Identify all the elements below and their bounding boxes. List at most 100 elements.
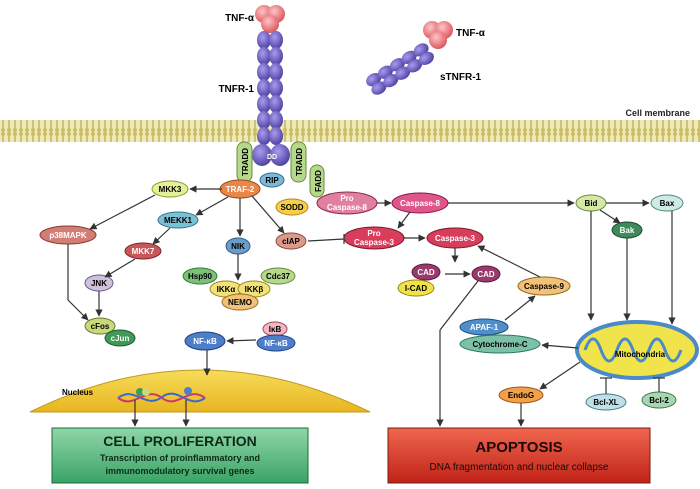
svg-text:TRADD: TRADD	[241, 148, 250, 176]
svg-text:Hsp90: Hsp90	[188, 272, 213, 281]
svg-text:Bid: Bid	[585, 199, 598, 208]
cdc37-node: Cdc37	[260, 267, 296, 285]
svg-text:p38MAPK: p38MAPK	[49, 231, 87, 240]
svg-text:Cdc37: Cdc37	[266, 272, 291, 281]
caspase3-node: Caspase-3	[426, 227, 484, 249]
cell-membrane	[0, 120, 700, 142]
svg-text:CAD: CAD	[417, 268, 435, 277]
cad-icad-complex: CAD I-CAD	[397, 263, 441, 297]
svg-text:cJun: cJun	[111, 334, 130, 343]
fadd-node: FADD	[309, 164, 325, 198]
svg-text:APOPTOSIS: APOPTOSIS	[475, 439, 562, 456]
mkk3-node: MKK3	[151, 180, 189, 198]
tnfr1-label: TNFR-1	[218, 84, 254, 95]
tnfr1-receptor	[252, 31, 290, 166]
bcl2-node: Bcl-2	[641, 391, 677, 409]
tnf-alpha-ligand-left	[255, 5, 285, 33]
pathway-arrows	[67, 185, 676, 427]
svg-text:Bak: Bak	[620, 226, 635, 235]
nfkb-node: NF-κB	[184, 331, 226, 351]
death-domain-label: DD	[267, 154, 277, 161]
mkk7-node: MKK7	[124, 242, 162, 260]
mitochondria	[575, 320, 699, 380]
svg-text:CAD: CAD	[477, 270, 495, 279]
nemo-node: NEMO	[221, 293, 259, 311]
bclxl-node: Bcl-XL	[585, 393, 627, 411]
rip-node: RIP	[259, 172, 285, 188]
tnf-alpha-label-right: TNF-α	[456, 28, 486, 39]
svg-text:RIP: RIP	[265, 176, 279, 185]
pro-caspase8-node: Pro Caspase-8	[316, 191, 378, 215]
sodd-node: SODD	[275, 198, 309, 216]
svg-text:Bcl-2: Bcl-2	[649, 396, 669, 405]
stnfr1-label: sTNFR-1	[440, 72, 482, 83]
tradd-right: TRADD	[290, 141, 307, 183]
svg-text:Caspase-8: Caspase-8	[327, 203, 368, 212]
svg-text:NIK: NIK	[231, 242, 245, 251]
nik-node: NIK	[225, 237, 251, 255]
svg-text:Cytochrome-C: Cytochrome-C	[472, 340, 527, 349]
jnk-node: JNK	[84, 274, 114, 292]
svg-text:CELL PROLIFERATION: CELL PROLIFERATION	[103, 433, 256, 449]
svg-text:APAF-1: APAF-1	[470, 323, 499, 332]
svg-text:TRAF-2: TRAF-2	[226, 185, 255, 194]
cad-active-node: CAD	[471, 265, 501, 283]
svg-text:Pro: Pro	[367, 229, 380, 238]
svg-text:NF-κB: NF-κB	[264, 339, 288, 348]
svg-text:Caspase-8: Caspase-8	[400, 199, 441, 208]
svg-text:FADD: FADD	[314, 170, 323, 192]
svg-text:NF-κB: NF-κB	[193, 337, 217, 346]
svg-text:IKKβ: IKKβ	[245, 285, 264, 294]
p38mapk-node: p38MAPK	[39, 225, 97, 245]
svg-text:SODD: SODD	[280, 203, 303, 212]
svg-text:MKK7: MKK7	[132, 247, 155, 256]
svg-text:MKK3: MKK3	[159, 185, 182, 194]
endog-node: EndoG	[498, 386, 544, 404]
svg-text:I-CAD: I-CAD	[405, 284, 427, 293]
ikb-nfkb-complex: IκB NF-κB	[256, 321, 296, 352]
ikk-complex: IKKα IKKβ	[209, 280, 271, 298]
svg-text:cIAP: cIAP	[282, 237, 300, 246]
apoptosis-box: APOPTOSIS DNA fragmentation and nuclear …	[387, 427, 651, 484]
svg-text:Bcl-XL: Bcl-XL	[593, 398, 618, 407]
bid-node: Bid	[575, 194, 607, 212]
nucleus-label: Nucleus	[62, 388, 94, 397]
svg-text:Caspase-3: Caspase-3	[354, 238, 395, 247]
svg-text:IκB: IκB	[269, 325, 282, 334]
bak-node: Bak	[611, 221, 643, 239]
caspase8-node: Caspase-8	[391, 192, 449, 214]
mitochondria-label: Mitochondria	[615, 350, 666, 359]
tradd-left: TRADD	[236, 141, 253, 183]
cfos-node: cFos	[84, 317, 116, 335]
svg-text:JNK: JNK	[91, 279, 107, 288]
pro-caspase3-node: Pro Caspase-3	[343, 226, 405, 250]
svg-text:Transcription of proinflammato: Transcription of proinflammatory and	[100, 453, 260, 463]
svg-text:EndoG: EndoG	[508, 391, 534, 400]
svg-text:TRADD: TRADD	[295, 148, 304, 176]
svg-text:DNA fragmentation and nuclear: DNA fragmentation and nuclear collapse	[430, 462, 609, 473]
svg-text:MEKK1: MEKK1	[164, 216, 193, 225]
traf2-node: TRAF-2	[219, 179, 261, 199]
hsp90-node: Hsp90	[182, 267, 218, 285]
ciap-node: cIAP	[275, 232, 307, 250]
svg-text:IKKα: IKKα	[217, 285, 236, 294]
caspase9-node: Caspase-9	[517, 276, 571, 296]
tnf-alpha-label-left: TNF-α	[225, 13, 255, 24]
svg-text:Bax: Bax	[660, 199, 675, 208]
mekk1-node: MEKK1	[157, 211, 199, 229]
dna-helix	[117, 387, 206, 403]
svg-text:NEMO: NEMO	[228, 298, 252, 307]
svg-text:cFos: cFos	[91, 322, 110, 331]
svg-text:immunomodulatory survival gene: immunomodulatory survival genes	[105, 466, 254, 476]
tnf-alpha-ligand-right	[423, 21, 453, 49]
cell-membrane-label: Cell membrane	[625, 108, 690, 118]
svg-text:Caspase-9: Caspase-9	[524, 282, 565, 291]
svg-text:Pro: Pro	[340, 194, 353, 203]
apoptosome: APAF-1 Cytochrome-C	[459, 318, 541, 354]
cell-proliferation-box: CELL PROLIFERATION Transcription of proi…	[51, 427, 309, 484]
bax-node: Bax	[650, 194, 684, 212]
cjun-node: cJun	[104, 329, 136, 347]
svg-text:Caspase-3: Caspase-3	[435, 234, 476, 243]
